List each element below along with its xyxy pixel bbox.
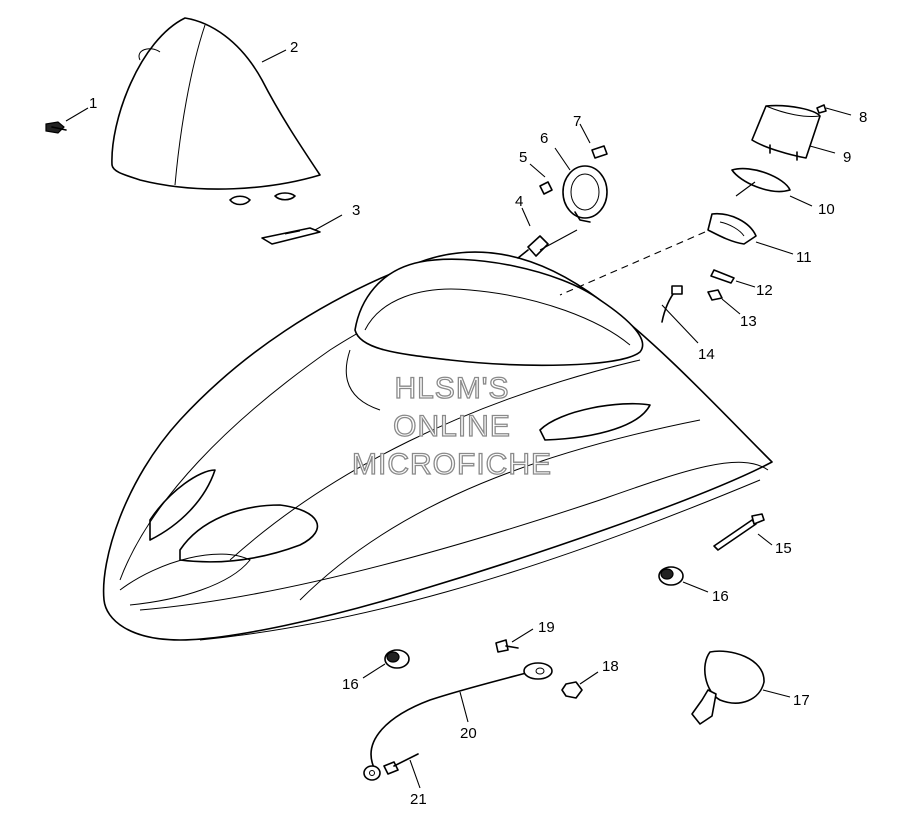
connector-part-4 bbox=[517, 235, 549, 259]
callout-11: 11 bbox=[796, 249, 812, 266]
cable-tie-part-14 bbox=[661, 285, 683, 323]
callout-15: 15 bbox=[775, 540, 792, 557]
callout-19: 19 bbox=[538, 619, 555, 636]
strap-part-3 bbox=[261, 227, 321, 245]
watermark: HLSM'S ONLINE MICROFICHE bbox=[351, 371, 552, 481]
callout-6: 6 bbox=[540, 130, 548, 147]
callout-10: 10 bbox=[818, 201, 835, 218]
callout-8: 8 bbox=[859, 109, 867, 126]
fastener-part-16-right bbox=[658, 566, 684, 586]
fitting-part-12 bbox=[710, 269, 735, 284]
rivet-part-21 bbox=[383, 753, 419, 775]
callout-21: 21 bbox=[410, 791, 427, 808]
callout-7: 7 bbox=[573, 113, 581, 130]
gauge-housing-part-9 bbox=[751, 104, 821, 161]
callout-4: 4 bbox=[515, 193, 523, 210]
callout-14: 14 bbox=[698, 346, 715, 363]
watermark-line-1: HLSM'S bbox=[394, 372, 509, 405]
callout-2: 2 bbox=[290, 39, 298, 56]
pin-part-7 bbox=[591, 145, 608, 159]
mirror-part-17 bbox=[691, 650, 765, 725]
watermark-line-3: MICROFICHE bbox=[352, 448, 552, 481]
callout-13: 13 bbox=[740, 313, 757, 330]
watermark-line-2: ONLINE bbox=[393, 410, 511, 443]
callout-17: 17 bbox=[793, 692, 810, 709]
gasket-part-10 bbox=[731, 167, 791, 193]
hood-cover bbox=[102, 251, 773, 641]
callout-9: 9 bbox=[843, 149, 851, 166]
tether-cable-part-20 bbox=[363, 662, 553, 781]
windshield-part-2 bbox=[111, 17, 321, 206]
bolt-part-19 bbox=[495, 639, 519, 653]
screw-part-1 bbox=[45, 121, 67, 134]
callout-12: 12 bbox=[756, 282, 773, 299]
nut-part-18 bbox=[561, 681, 583, 699]
callout-labels: 1 2 3 4 5 6 7 8 9 10 11 12 13 14 15 16 1… bbox=[89, 39, 867, 808]
fastener-part-16-left bbox=[384, 649, 410, 669]
fitting-part-13 bbox=[707, 289, 723, 301]
bezel-part-11 bbox=[707, 212, 757, 245]
callout-16-right: 16 bbox=[712, 588, 729, 605]
callout-16-left: 16 bbox=[342, 676, 359, 693]
callout-1: 1 bbox=[89, 95, 97, 112]
ring-clamp-part-6 bbox=[562, 165, 608, 223]
clip-part-5 bbox=[539, 181, 553, 195]
screw-part-8 bbox=[816, 104, 827, 114]
callout-5: 5 bbox=[519, 149, 527, 166]
rod-part-15 bbox=[713, 513, 765, 551]
leader-lines bbox=[65, 49, 852, 789]
callout-3: 3 bbox=[352, 202, 360, 219]
callout-18: 18 bbox=[602, 658, 619, 675]
callout-20: 20 bbox=[460, 725, 477, 742]
